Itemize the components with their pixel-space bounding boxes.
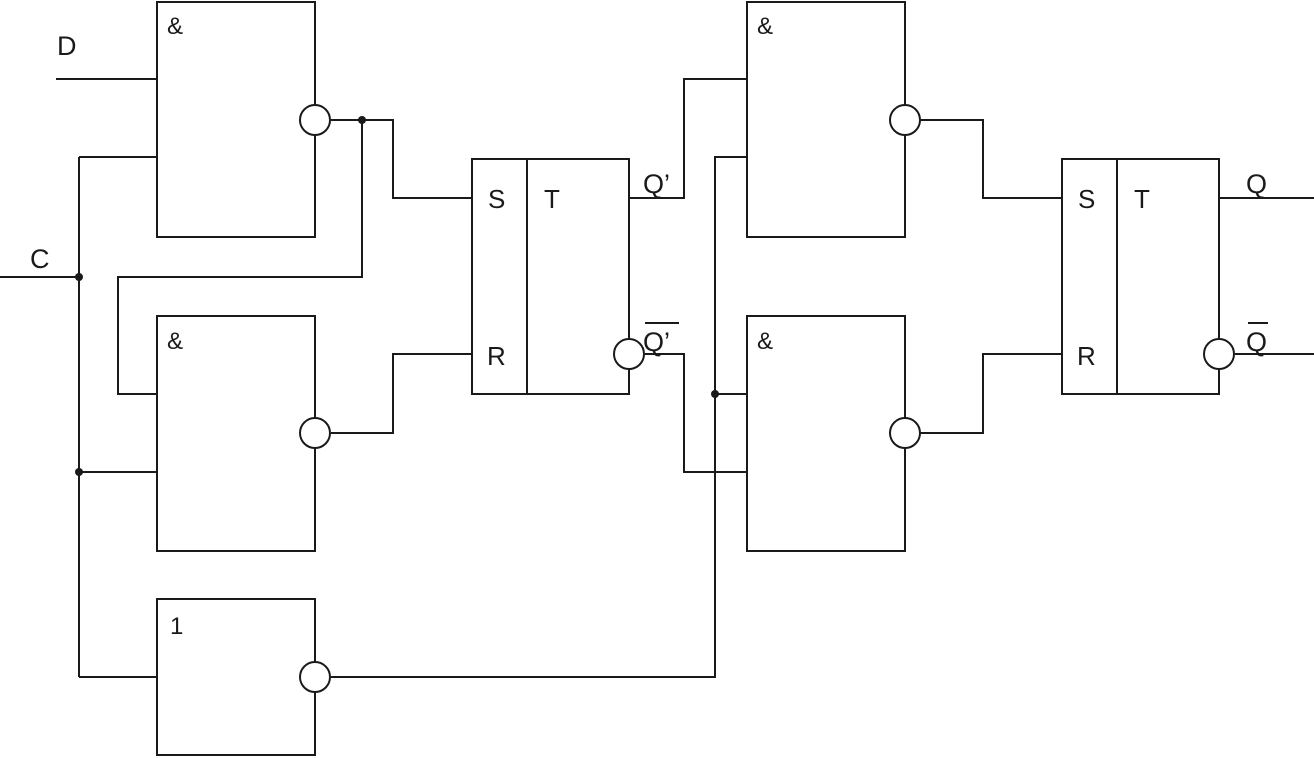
- wire-ff1-qbar-to-and4: [645, 353, 747, 473]
- junction-dot: [358, 116, 366, 124]
- signal-c-label: C: [30, 244, 50, 274]
- signal-q-bar: Q: [1246, 322, 1268, 357]
- gate-symbol: &: [757, 13, 773, 40]
- and-gate-4: &: [746, 315, 921, 552]
- inverter-bubble: [889, 417, 921, 449]
- wire-and3-out-to-ff2-s: [920, 119, 1062, 199]
- and-gate-1: &: [156, 1, 331, 238]
- junction-dot: [711, 390, 719, 398]
- and-gate-3: &: [746, 1, 921, 238]
- wire-not-out: [331, 156, 747, 678]
- wire-and4-out-to-ff2-r: [920, 353, 1062, 434]
- signal-q-label: Q: [1246, 169, 1267, 199]
- signal-q-prime-bar-label: Q’: [643, 327, 670, 357]
- wire-and1-out-to-ff1-s: [331, 119, 472, 199]
- gate-symbol: &: [167, 13, 183, 40]
- and-gate-2: &: [156, 315, 331, 552]
- set-input-label: S: [1078, 184, 1095, 214]
- signal-q-bar-label: Q: [1246, 327, 1267, 357]
- gate-symbol: 1: [170, 613, 183, 640]
- signal-d-label: D: [57, 31, 77, 61]
- junction-dot: [75, 468, 83, 476]
- rs-flip-flop-1: S R T: [471, 158, 645, 395]
- reset-input-label: R: [1077, 341, 1096, 371]
- gate-symbol: &: [167, 328, 183, 355]
- wire-ff1-q-to-and3: [629, 78, 747, 199]
- inverter-bubble: [299, 104, 331, 136]
- not-gate: 1: [156, 598, 331, 756]
- junctions: [75, 116, 719, 476]
- set-input-label: S: [488, 184, 505, 214]
- trigger-label: T: [1134, 184, 1150, 214]
- wires: [0, 78, 1314, 678]
- reset-input-label: R: [487, 341, 506, 371]
- wire-and2-out-to-ff1-r: [331, 353, 472, 434]
- inverter-bubble: [889, 104, 921, 136]
- signal-q-prime-label: Q’: [643, 169, 670, 199]
- trigger-label: T: [544, 184, 560, 214]
- wire-and1-out-to-and2: [117, 120, 363, 395]
- inverter-bubble: [299, 417, 331, 449]
- rs-flip-flop-2: S R T: [1061, 158, 1235, 395]
- inverter-bubble: [613, 338, 645, 370]
- signal-q-prime-bar: Q’: [643, 322, 679, 357]
- inverter-bubble: [299, 661, 331, 693]
- inverter-bubble: [1203, 338, 1235, 370]
- junction-dot: [75, 273, 83, 281]
- gate-symbol: &: [757, 328, 773, 355]
